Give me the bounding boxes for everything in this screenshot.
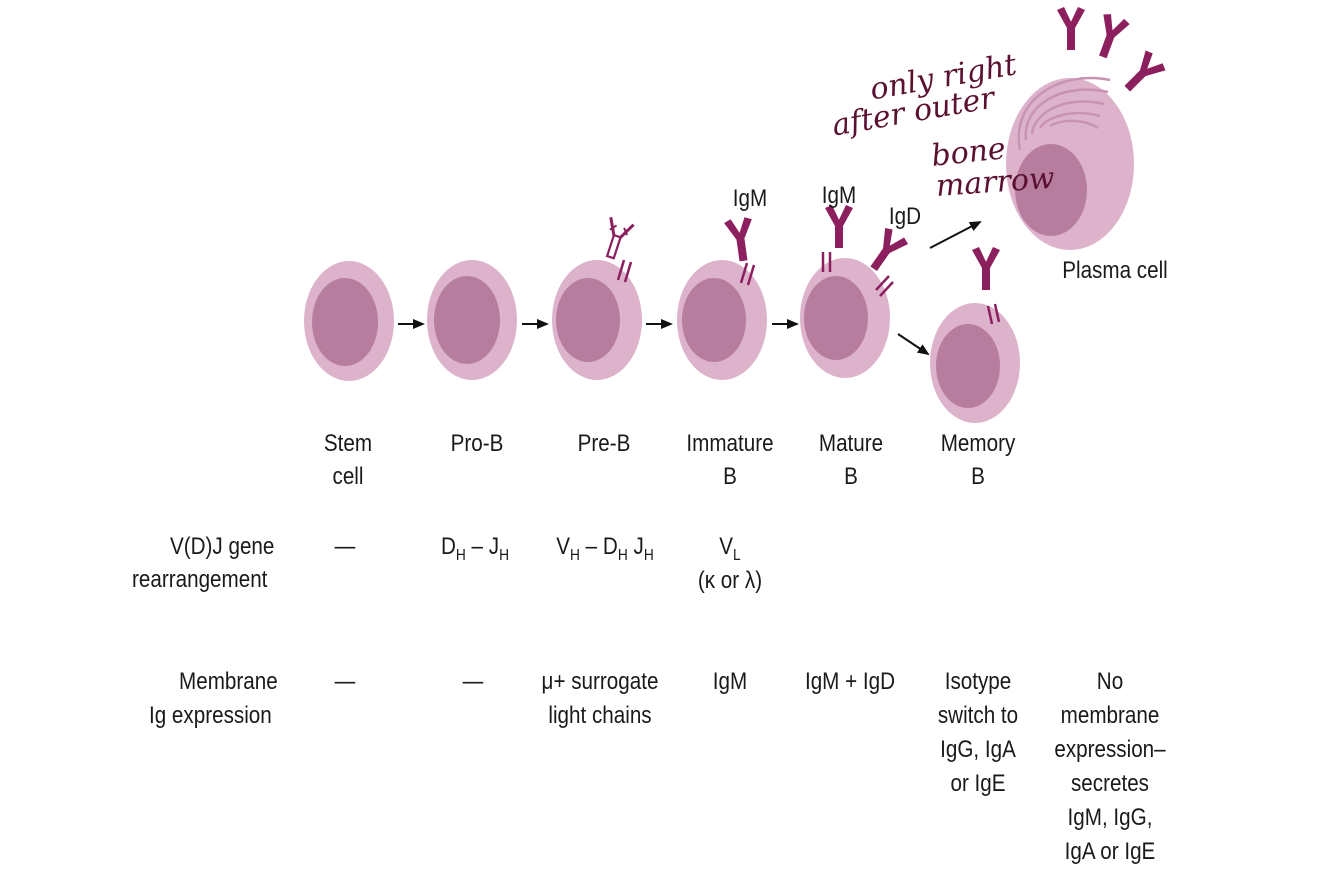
membrane-pre-b-line2: light chains xyxy=(548,702,652,729)
plasma-cell xyxy=(1006,7,1168,250)
vdj-pro-b-d-sub: H xyxy=(455,547,466,564)
membrane-pro-b: — xyxy=(462,668,484,695)
vdj-pre-b-d-sub: H xyxy=(617,547,628,564)
membrane-memory: Isotype switch to IgG, IgA or IgE xyxy=(926,665,1029,801)
stem-cell xyxy=(304,261,394,381)
vdj-row-label: V(D)J gene xyxy=(170,530,274,564)
pre-b-cell xyxy=(552,217,642,380)
membrane-row-label-2: Ig expression xyxy=(149,699,272,733)
vdj-pre-b-j: J xyxy=(627,533,644,560)
stage-mature-b-line1: Mature xyxy=(818,430,884,457)
membrane-pre-b-line1: μ+ surrogate xyxy=(541,668,659,695)
memory-b-cell xyxy=(930,247,1020,423)
vdj-pre-b-d: D xyxy=(602,533,618,560)
membrane-pre-b: μ+ surrogate light chains xyxy=(531,665,669,733)
membrane-mature: IgM + IgD xyxy=(804,668,896,695)
stage-immature-b-line1: Immature xyxy=(686,430,774,457)
membrane-plasma-line6: IgA or IgE xyxy=(1064,838,1156,865)
membrane-plasma-line4: secretes xyxy=(1070,770,1149,797)
membrane-memory-line4: or IgE xyxy=(950,770,1006,797)
membrane-memory-line3: IgG, IgA xyxy=(940,736,1016,763)
membrane-plasma-line5: IgM, IgG, xyxy=(1067,804,1153,831)
vdj-immature-chain: (κ or λ) xyxy=(697,567,763,594)
membrane-row-label: Membrane xyxy=(179,665,278,699)
stage-memory-b: Memory B xyxy=(918,427,1038,493)
membrane-plasma-line2: membrane xyxy=(1060,702,1160,729)
vdj-stem: — xyxy=(334,533,356,560)
handwritten-note-line-4: marrow xyxy=(934,160,1056,204)
vdj-pre-b: VH – DH JH xyxy=(532,530,678,573)
vdj-row-label-2: rearrangement xyxy=(132,563,267,597)
membrane-plasma: No membrane expression– secretes IgM, Ig… xyxy=(1046,665,1175,869)
stage-stem-line1: Stem xyxy=(323,430,373,457)
membrane-plasma-line3: expression– xyxy=(1054,736,1166,763)
stage-memory-b-line1: Memory xyxy=(940,430,1016,457)
secreted-antibody-icon xyxy=(1057,7,1085,50)
stage-pre-b: Pre-B xyxy=(544,427,664,460)
membrane-memory-line1: Isotype xyxy=(944,668,1012,695)
membrane-stem: — xyxy=(334,668,356,695)
stage-immature-b: Immature B xyxy=(670,427,790,493)
vdj-immature: VL xyxy=(687,530,773,573)
vdj-immature-v: V xyxy=(719,533,734,560)
membrane-immature: IgM xyxy=(712,668,748,695)
vdj-label-line2: rearrangement xyxy=(131,566,267,593)
stage-stem-line2: cell xyxy=(332,463,364,490)
vdj-pre-b-v: V xyxy=(556,533,571,560)
vdj-pro-b-j: J xyxy=(488,533,500,560)
stage-immature-b-line2: B xyxy=(723,463,737,490)
arrow-mature-to-plasma xyxy=(929,221,982,249)
secreted-antibody-icon xyxy=(1117,48,1168,99)
arrow-mature-to-memory xyxy=(897,333,930,356)
surrogate-receptor-icon xyxy=(605,217,635,260)
membrane-memory-line2: switch to xyxy=(937,702,1019,729)
mature-b-cell xyxy=(800,205,910,378)
stage-pre-b-line1: Pre-B xyxy=(577,430,631,457)
igm-antibody-icon xyxy=(723,216,758,263)
vdj-immature-v-sub: L xyxy=(733,547,741,564)
stage-memory-b-line2: B xyxy=(971,463,985,490)
stage-pro-b: Pro-B xyxy=(417,427,537,460)
membrane-plasma-line1: No xyxy=(1096,668,1124,695)
immature-igm-label: IgM xyxy=(732,185,768,212)
vdj-pre-b-v-sub: H xyxy=(570,547,580,564)
vdj-pro-b-dash: – xyxy=(465,533,489,560)
vdj-pro-b: DH – JH xyxy=(415,530,535,573)
stage-mature-b-line2: B xyxy=(844,463,858,490)
vdj-pro-b-j-sub: H xyxy=(499,547,510,564)
membrane-label-line2: Ig expression xyxy=(149,702,272,729)
pro-b-cell xyxy=(427,260,517,380)
membrane-label-line1: Membrane xyxy=(179,668,278,695)
stage-mature-b: Mature B xyxy=(791,427,911,493)
vdj-pro-b-d: D xyxy=(440,533,456,560)
mature-igd-label: IgD xyxy=(888,203,922,230)
vdj-pre-b-j-sub: H xyxy=(643,547,654,564)
vdj-pre-b-dash: – xyxy=(579,533,603,560)
vdj-label-line1: V(D)J gene xyxy=(169,533,274,560)
plasma-cell-label: Plasma cell xyxy=(1062,257,1168,284)
stage-stem: Stem cell xyxy=(288,427,408,493)
immature-b-cell xyxy=(677,216,767,380)
antibody-icon xyxy=(972,247,1000,290)
secreted-antibody-icon xyxy=(1089,11,1131,62)
stage-pro-b-line1: Pro-B xyxy=(450,430,504,457)
mature-igm-label: IgM xyxy=(821,182,857,209)
